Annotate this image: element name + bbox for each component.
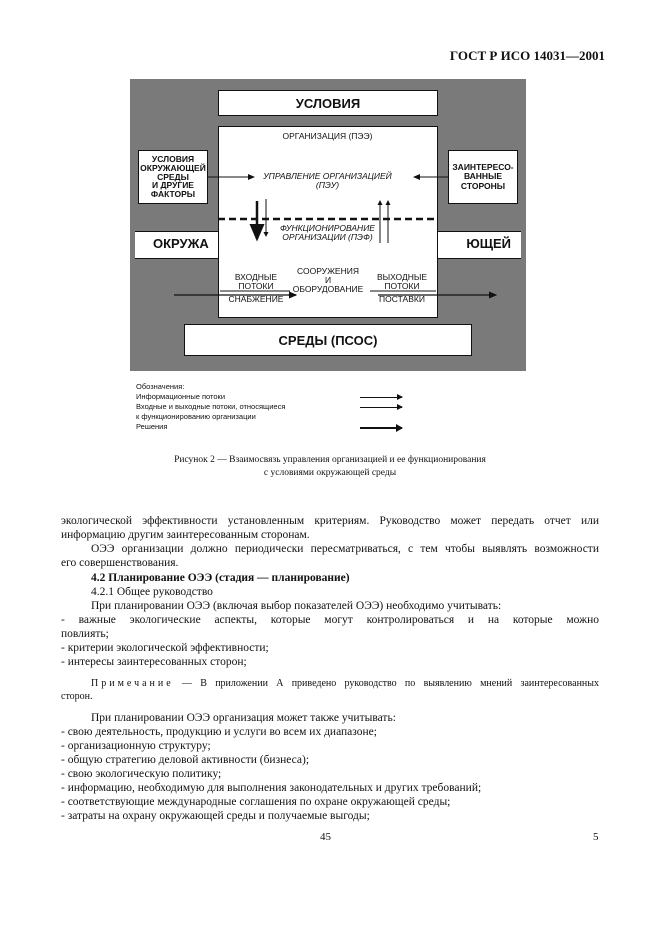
organization-box: ОРГАНИЗАЦИЯ (ПЭЭ) УПРАВЛЕНИЕ ОРГАНИЗАЦИЕ… (218, 126, 438, 318)
environment-factors-box: УСЛОВИЯ ОКРУЖАЮЩЕЙ СРЕДЫ И ДРУГИЕ ФАКТОР… (138, 150, 208, 204)
list-item: - общую стратегию деловой активности (би… (61, 754, 310, 766)
legend-title: Обозначения: (136, 382, 185, 391)
note-text: — В приложении А приведено руководство п… (181, 678, 599, 689)
legend-io-arrow (360, 404, 403, 410)
section-heading: 4.2 Планирование ОЭЭ (стадия — планирова… (91, 572, 350, 584)
list-item: - организационную структуру; (61, 740, 211, 752)
inputs-label: ВХОДНЫЕ ПОТОКИ (223, 273, 289, 291)
figure-legend: Обозначения: Информационные потоки Входн… (136, 382, 406, 432)
outputs-line: ПОТОКИ (384, 280, 420, 291)
environment-box: СРЕДЫ (ПСОС) (184, 324, 472, 356)
legend-info-label: Информационные потоки (136, 392, 226, 401)
list-item: - свою экологическую политику; (61, 768, 222, 780)
right-box-line: СТОРОНЫ (460, 180, 506, 191)
operations-line: ФУНКЦИОНИРОВАНИЕ (280, 223, 375, 233)
paragraph-line: его совершенствования. (61, 557, 179, 569)
figure-diagram: ОКРУЖА ЮЩЕЙ УСЛОВИЯ СРЕДЫ (ПСОС) УСЛОВИЯ… (130, 79, 526, 371)
note-label: Примечание (91, 678, 174, 689)
legend-decisions-arrow (360, 424, 403, 432)
management-line: УПРАВЛЕНИЕ ОРГАНИЗАЦИЕЙ (263, 171, 392, 181)
note-text-cont: сторон. (61, 691, 93, 702)
caption-line: с условиями окружающей среды (263, 467, 397, 478)
list-item: - интересы заинтересованных сторон; (61, 656, 247, 668)
list-item: - критерии экологической эффективности; (61, 642, 269, 654)
left-box-line: СРЕДЫ (157, 171, 189, 182)
facilities-label: СООРУЖЕНИЯ И ОБОРУДОВАНИЕ (289, 267, 367, 294)
caption-line: Рисунок 2 — Взаимосвязь управления орган… (174, 455, 486, 465)
list-item: - информацию, необходимую для выполнения… (61, 782, 482, 794)
document-code: ГОСТ Р ИСО 14031—2001 (449, 48, 605, 63)
conditions-box: УСЛОВИЯ (218, 90, 438, 116)
paragraph-line: При планировании ОЭЭ (включая выбор пока… (91, 600, 502, 612)
left-box-line: И ДРУГИЕ (152, 180, 194, 191)
supply-label: СНАБЖЕНИЕ (228, 294, 284, 304)
legend-row-decisions: Решения (136, 422, 406, 432)
band-left-label: ОКРУЖА (153, 236, 209, 251)
inputs-line: ПОТОКИ (238, 280, 274, 291)
legend-io-label: Входные и выходные потоки, относящиеся (136, 402, 286, 411)
figure-caption: Рисунок 2 — Взаимосвязь управления орган… (130, 454, 530, 479)
legend-row-io: Входные и выходные потоки, относящиеся (136, 402, 406, 412)
left-box-line: УСЛОВИЯ (151, 153, 195, 164)
right-box-line: ВАННЫЕ (463, 171, 503, 182)
paragraph-line: При планировании ОЭЭ организация может т… (91, 712, 396, 724)
left-box-line: ОКРУЖАЮЩЕЙ (140, 162, 206, 173)
management-label: УПРАВЛЕНИЕ ОРГАНИЗАЦИЕЙ (ПЭУ) (219, 172, 436, 190)
list-item: - соответствующие международные соглашен… (61, 796, 451, 808)
page-number: 45 (320, 831, 331, 843)
band-right-label: ЮЩЕЙ (466, 236, 511, 251)
legend-info-arrow (360, 394, 403, 400)
management-line: (ПЭУ) (315, 179, 340, 190)
deliveries-label: ПОСТАВКИ (379, 294, 425, 304)
legend-decisions-label: Решения (136, 422, 168, 431)
outputs-line: ВЫХОДНЫЕ (376, 272, 428, 282)
outputs-label: ВЫХОДНЫЕ ПОТОКИ (369, 273, 435, 291)
list-item: - свою деятельность, продукцию и услуги … (61, 726, 377, 738)
page-side-number: 5 (593, 831, 599, 843)
facilities-line: И (324, 274, 332, 285)
subsection-heading: 4.2.1 Общее руководство (91, 586, 213, 598)
list-item-cont: повлиять; (61, 628, 109, 640)
paragraph-line: ОЭЭ организации должно периодически пере… (91, 543, 599, 555)
legend-row-info: Информационные потоки (136, 392, 406, 402)
paragraph-line: информацию другим заинтересованным сторо… (61, 529, 310, 541)
figure-connectors (174, 174, 498, 299)
inputs-line: ВХОДНЫЕ (234, 272, 278, 282)
legend-io-label-2: к функционированию организации (136, 412, 256, 421)
list-item: - важные экологические аспекты, которые … (61, 614, 599, 626)
list-item: - затраты на охрану окружающей среды и п… (61, 810, 370, 822)
interested-parties-box: ЗАИНТЕРЕСО- ВАННЫЕ СТОРОНЫ (448, 150, 518, 204)
org-title: ОРГАНИЗАЦИЯ (ПЭЭ) (282, 131, 373, 141)
right-box-line: ЗАИНТЕРЕСО- (452, 161, 514, 172)
note: Примечание — В приложении А приведено ру… (91, 677, 599, 690)
operations-label: ФУНКЦИОНИРОВАНИЕ ОРГАНИЗАЦИИ (ПЭФ) (219, 224, 436, 242)
facilities-line: СООРУЖЕНИЯ (297, 266, 359, 276)
paragraph-line: экологической эффективности установленны… (61, 515, 599, 527)
operations-line: ОРГАНИЗАЦИИ (ПЭФ) (282, 231, 373, 242)
facilities-line: ОБОРУДОВАНИЕ (292, 283, 364, 294)
left-box-line: ФАКТОРЫ (150, 189, 196, 200)
